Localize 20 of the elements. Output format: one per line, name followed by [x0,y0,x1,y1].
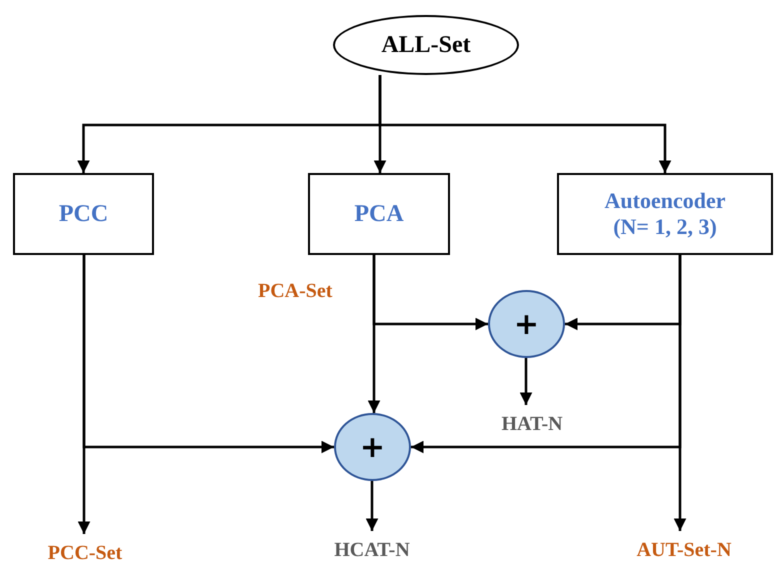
arrow [674,255,686,531]
arrow [368,255,380,413]
arrow [520,358,532,405]
arrow [366,481,378,531]
plus-sign: + [360,430,386,464]
arrow [378,75,672,173]
node-label: PCA [354,200,404,228]
output-label: HAT-N [472,411,592,437]
arrow [78,255,90,534]
process-box [557,173,773,255]
set-label: PCA-Set [258,280,332,303]
node-label: ALL-Set [381,32,471,58]
node-label: PCC [58,200,108,228]
output-label: AUT-Set-N [614,537,754,563]
output-label: PCC-Set [25,540,145,566]
output-label: HCAT-N [312,537,432,563]
process-box [13,173,154,255]
node-label: Autoencoder (N= 1, 2, 3) [604,188,726,240]
process-box [308,173,450,255]
plus-sign: + [514,306,540,342]
